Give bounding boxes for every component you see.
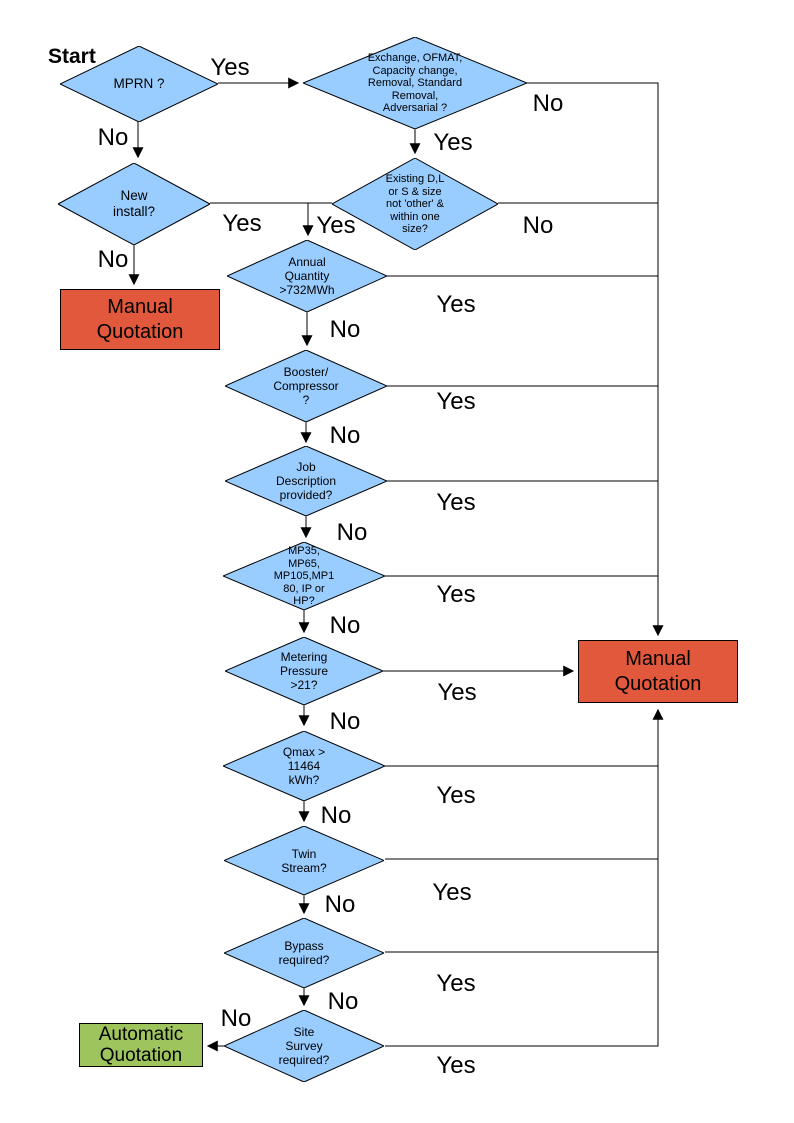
decision-twin-stream: Twin Stream?: [224, 826, 384, 895]
decision-qmax: Qmax > 11464 kWh?: [223, 731, 385, 801]
decision-meter-type-label: MP35, MP65, MP105,MP1 80, IP or HP?: [273, 544, 335, 607]
decision-site-survey: Site Survey required?: [224, 1010, 384, 1082]
decision-new-install: New install?: [58, 163, 210, 245]
edge-label-existing-no: No: [522, 212, 554, 239]
manual-quotation-box-left: Manual Quotation: [60, 289, 220, 350]
decision-bypass-label: Bypass required?: [278, 939, 330, 967]
edge-label-metering-yes: Yes: [437, 679, 477, 706]
diamond-shape: [60, 46, 218, 122]
decision-booster-compressor: Booster/ Compressor ?: [225, 350, 387, 422]
edge-label-twin-yes: Yes: [432, 879, 472, 906]
edge-label-mprn-no: No: [97, 124, 129, 151]
decision-exchange: Exchange, OFMAT, Capacity change, Remova…: [303, 37, 527, 129]
decision-exchange-label: Exchange, OFMAT, Capacity change, Remova…: [367, 51, 463, 114]
diamond-shape: [224, 918, 384, 988]
diamond-shape: [225, 446, 387, 516]
decision-job-description-label: Job Description provided?: [275, 460, 337, 502]
edge-label-mp-no: No: [329, 612, 361, 639]
edge-label-mprn-yes: Yes: [210, 54, 250, 81]
diamond-shape: [227, 240, 387, 312]
decision-site-survey-label: Site Survey required?: [278, 1025, 330, 1067]
start-label: Start: [48, 45, 96, 68]
edge-label-qmax-no: No: [320, 802, 352, 829]
decision-new-install-label: New install?: [112, 188, 156, 219]
edge-label-metering-no: No: [329, 708, 361, 735]
decision-mprn-label: MPRN ?: [113, 76, 165, 91]
decision-mprn: MPRN ?: [60, 46, 218, 122]
edge-label-new-install-yes: Yes: [222, 210, 262, 237]
edge-label-new-install-no: No: [97, 246, 129, 273]
diamond-shape: [225, 637, 383, 705]
diamond-shape: [58, 163, 210, 245]
manual-quotation-right-label: Manual Quotation: [614, 647, 702, 695]
decision-annual-quantity: Annual Quantity >732MWh: [227, 240, 387, 312]
edge-label-bypass-no: No: [327, 988, 359, 1015]
edge-label-job-yes: Yes: [436, 489, 476, 516]
diamond-shape: [224, 1010, 384, 1082]
edge-label-site-yes: Yes: [436, 1052, 476, 1079]
edge-label-existing-yes: Yes: [316, 212, 356, 239]
edge-label-booster-yes: Yes: [436, 388, 476, 415]
edge-label-exchange-no: No: [532, 90, 564, 117]
diamond-shape: [303, 37, 527, 129]
manual-quotation-left-label: Manual Quotation: [96, 295, 184, 343]
diamond-shape: [225, 350, 387, 422]
edge-label-qmax-yes: Yes: [436, 782, 476, 809]
diamond-shape: [223, 731, 385, 801]
decision-meter-type: MP35, MP65, MP105,MP1 80, IP or HP?: [223, 542, 385, 610]
decision-job-description: Job Description provided?: [225, 446, 387, 516]
edge-label-twin-no: No: [324, 891, 356, 918]
decision-metering-pressure: Metering Pressure >21?: [225, 637, 383, 705]
edge-label-booster-no: No: [329, 422, 361, 449]
diamond-shape: [223, 542, 385, 610]
automatic-quotation-label: Automatic Quotation: [98, 1024, 184, 1066]
decision-twin-stream-label: Twin Stream?: [281, 846, 327, 875]
diamond-shape: [332, 158, 498, 250]
edge-label-annual-no: No: [329, 316, 361, 343]
edge-label-job-no: No: [336, 519, 368, 546]
decision-bypass: Bypass required?: [224, 918, 384, 988]
edge-label-mp-yes: Yes: [436, 581, 476, 608]
diamond-shape: [224, 826, 384, 895]
decision-existing-label: Existing D,L or S & size not 'other' & w…: [385, 172, 445, 235]
edge-label-site-no: No: [220, 1005, 252, 1032]
manual-quotation-box-right: Manual Quotation: [578, 640, 738, 703]
decision-booster-compressor-label: Booster/ Compressor ?: [273, 365, 339, 407]
decision-metering-pressure-label: Metering Pressure >21?: [279, 650, 329, 692]
edge-label-bypass-yes: Yes: [436, 970, 476, 997]
decision-qmax-label: Qmax > 11464 kWh?: [282, 745, 326, 787]
edge-label-annual-yes: Yes: [436, 291, 476, 318]
automatic-quotation-box: Automatic Quotation: [79, 1023, 203, 1067]
decision-existing: Existing D,L or S & size not 'other' & w…: [332, 158, 498, 250]
edge-label-exchange-yes: Yes: [433, 129, 473, 156]
decision-annual-quantity-label: Annual Quantity >732MWh: [279, 255, 335, 297]
